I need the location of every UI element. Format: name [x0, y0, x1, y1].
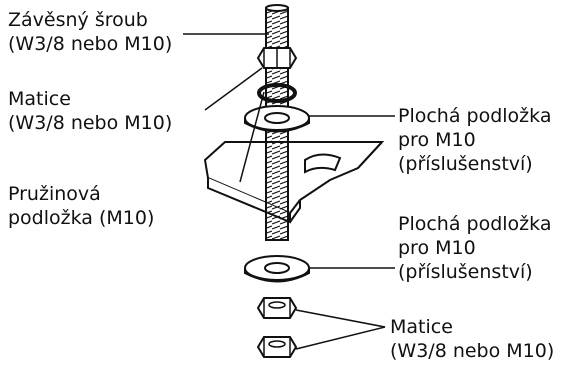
leader-lines [183, 33, 395, 350]
top-nut [256, 47, 298, 69]
leader-spring-washer [239, 91, 265, 183]
label-flat-washer-bottom-line2: pro M10 [398, 237, 476, 259]
leader-nut-upper [295, 309, 386, 328]
label-bottom-nuts-line2: (W3/8 nebo M10) [390, 340, 555, 362]
label-hanger-bolt-line1: Závěsný šroub [8, 9, 148, 31]
label-spring-washer: Pružinová podložka (M10) [8, 182, 154, 230]
label-flat-washer-bottom-line3: (příslušenství) [398, 261, 533, 283]
label-flat-washer-top: Plochá podložka pro M10 (příslušenství) [398, 104, 551, 176]
suspension-bracket [203, 141, 385, 224]
label-flat-washer-top-line3: (příslušenství) [398, 153, 533, 175]
label-spring-washer-line2: podložka (M10) [8, 207, 155, 229]
bottom-nut-lower [256, 336, 298, 358]
label-hanger-bolt-line2: (W3/8 nebo M10) [8, 33, 173, 55]
spring-washer [257, 83, 297, 103]
label-hanger-bolt: Závěsný šroub (W3/8 nebo M10) [8, 8, 172, 56]
label-bottom-nuts: Matice (W3/8 nebo M10) [390, 315, 554, 363]
bottom-flat-washer [244, 255, 310, 283]
leader-nut-lower [295, 326, 386, 350]
label-spring-washer-line1: Pružinová [8, 183, 101, 205]
label-top-nut-line1: Matice [8, 88, 71, 110]
label-bottom-nuts-line1: Matice [390, 316, 453, 338]
label-flat-washer-top-line2: pro M10 [398, 129, 476, 151]
label-flat-washer-top-line1: Plochá podložka [398, 105, 552, 127]
label-top-nut-line2: (W3/8 nebo M10) [8, 112, 173, 134]
label-flat-washer-bottom-line1: Plochá podložka [398, 213, 552, 235]
top-flat-washer [244, 105, 310, 133]
label-flat-washer-bottom: Plochá podložka pro M10 (příslušenství) [398, 212, 551, 284]
label-top-nut: Matice (W3/8 nebo M10) [8, 87, 172, 135]
bottom-nut-upper [256, 297, 298, 319]
leader-top-nut [204, 67, 263, 111]
